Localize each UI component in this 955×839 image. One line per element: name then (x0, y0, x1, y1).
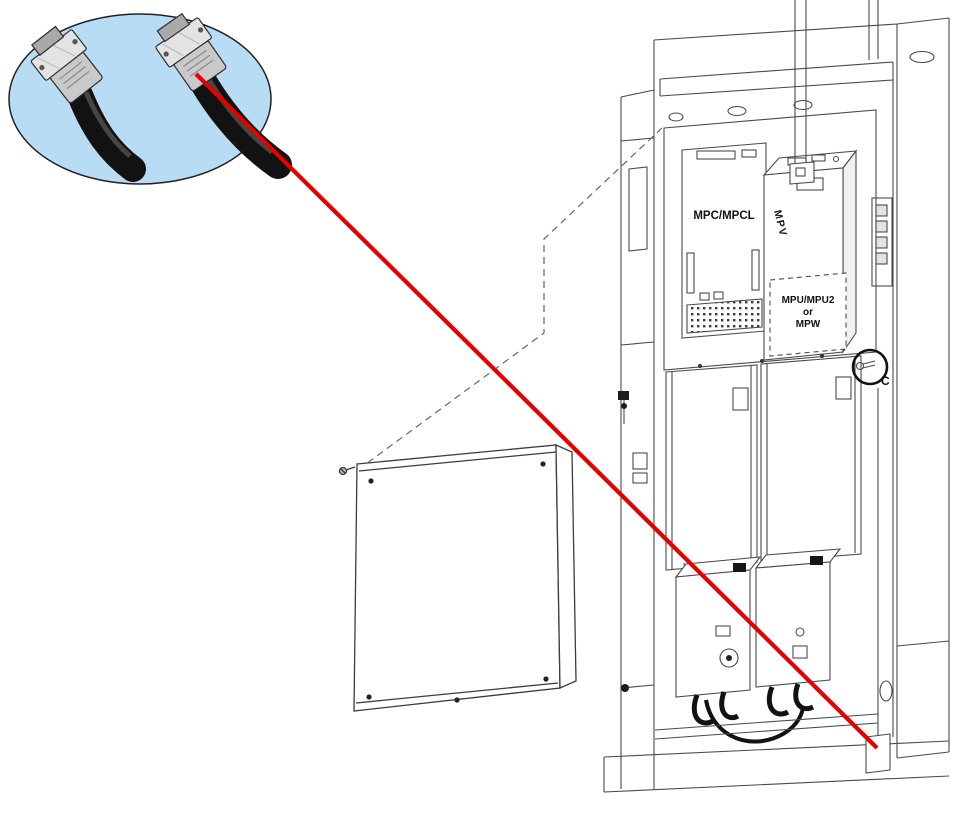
cable-right (188, 66, 292, 179)
labels: MPC/MPCL MPV MPU/MPU2 or MPW C (693, 209, 890, 388)
panel-screws (366, 461, 549, 703)
scsi-connector-left-icon (30, 25, 103, 104)
io-connector-column (871, 197, 893, 287)
left-rail-details (618, 137, 655, 692)
cable-clamps-and-cord (691, 683, 815, 744)
mpc-board (681, 142, 767, 339)
label-mpc-mpcl: MPC/MPCL (693, 210, 754, 222)
cabinet-frame (618, 0, 950, 789)
cage-rail-screws (698, 354, 824, 368)
label-callout-c: C (881, 374, 890, 388)
card-cage (663, 109, 893, 371)
label-mpu-line3: MPW (796, 319, 821, 330)
scsi-connector-right-icon (155, 12, 227, 92)
cable-right-highlight (205, 76, 274, 154)
dashed-leader-line (365, 127, 663, 465)
right-panel-oval-hole (879, 680, 893, 702)
middle-units (665, 355, 862, 591)
red-leader-line (194, 72, 879, 750)
top-oval-cutouts (668, 50, 935, 122)
cable-left (67, 82, 146, 182)
cover-panel (338, 443, 577, 712)
cable-duct (789, 0, 815, 185)
mpu-dashed-outline (769, 272, 847, 357)
callout-c (851, 348, 889, 386)
loose-screw-icon (338, 466, 356, 476)
label-mpu-line1: MPU/MPU2 (782, 295, 835, 306)
cabinet-line-art (603, 0, 950, 793)
base-plinth (603, 713, 950, 793)
connector-photo-inset (8, 12, 292, 185)
cable-left-highlight (83, 91, 132, 158)
label-mpu-line2: or (803, 307, 813, 318)
